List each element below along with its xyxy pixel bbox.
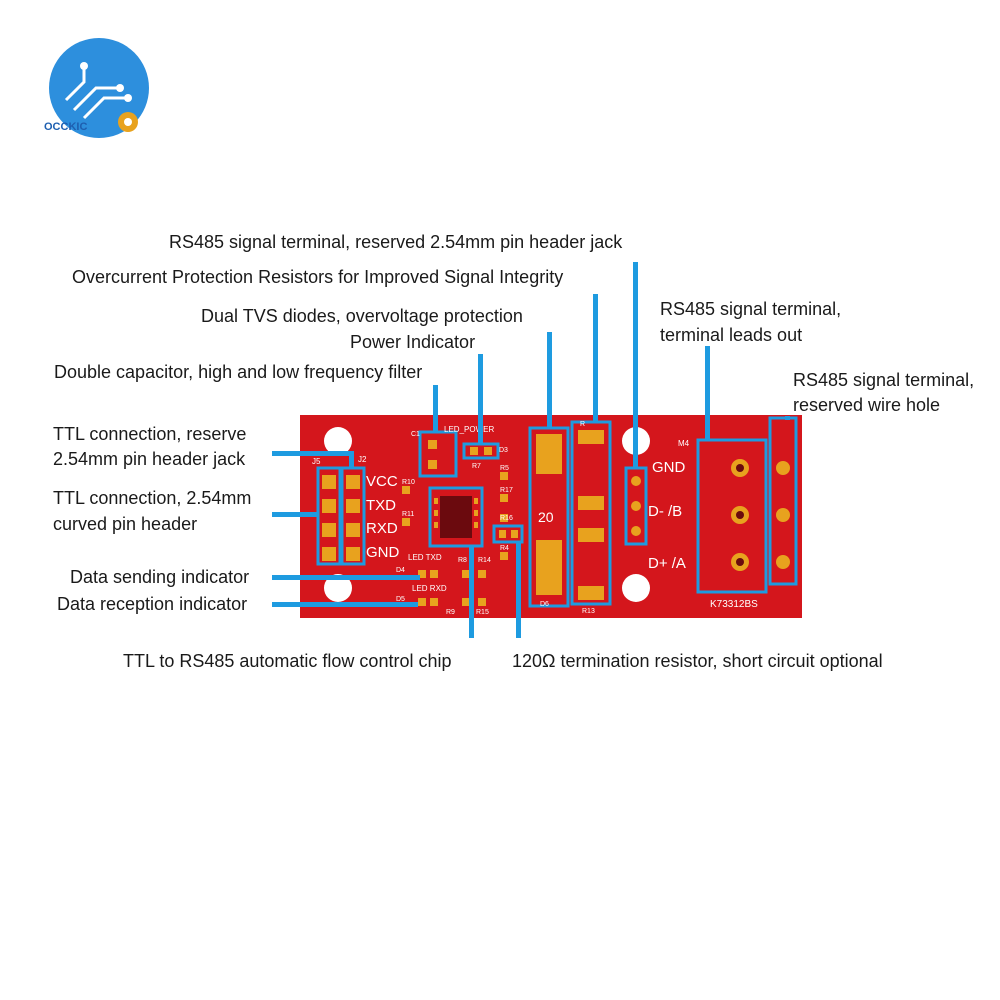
rs485-pin-gnd: GND <box>652 459 686 476</box>
label-rs485-wire-line2: reserved wire hole <box>793 395 941 415</box>
label-rs485-terminal-line2: terminal leads out <box>660 325 803 345</box>
lead-ttl-jack <box>272 451 354 456</box>
label-flow-control-chip: TTL to RS485 automatic flow control chip <box>123 651 452 671</box>
lead-rs485-terminal <box>705 346 710 440</box>
lead-chip <box>469 546 474 638</box>
label-double-capacitor: Double capacitor, high and low frequency… <box>54 362 423 382</box>
label-tvs-diodes: Dual TVS diodes, overvoltage protection <box>201 306 523 326</box>
silk-r5: R5 <box>500 465 509 472</box>
silk-d4: D4 <box>396 567 405 574</box>
ttl-pin-rxd: RXD <box>366 520 398 537</box>
lead-ttl-jack-v <box>349 451 354 468</box>
label-rs485-terminal-line1: RS485 signal terminal, <box>660 299 842 319</box>
wire-hole-outline <box>768 416 798 586</box>
silk-d3: D3 <box>499 447 508 454</box>
silk-r10: R10 <box>402 479 415 486</box>
lead-rs485-wire <box>785 416 790 420</box>
capacitor-outline <box>418 430 458 478</box>
label-overcurrent-resistors: Overcurrent Protection Resistors for Imp… <box>72 267 564 287</box>
silk-r11: R11 <box>402 511 414 518</box>
lead-tvs <box>547 332 552 428</box>
label-data-sending: Data sending indicator <box>70 567 250 587</box>
rs485-pin-b: D- /B <box>648 503 682 520</box>
label-ttl-jack-line1: TTL connection, reserve <box>53 424 247 444</box>
silk-r16: R16 <box>500 515 513 522</box>
silk-j5: J5 <box>312 457 321 466</box>
silk-r7: R7 <box>472 463 481 470</box>
screw-terminal-outline <box>696 438 768 594</box>
rs485-pin-a: D+ /A <box>648 555 686 572</box>
silk-led-power: LED_POWER <box>444 425 494 434</box>
occkic-logo: OCCKIC <box>44 38 154 148</box>
label-power-indicator: Power Indicator <box>350 332 476 352</box>
label-ttl-curved-line2: curved pin header <box>53 514 198 534</box>
silk-d5: D5 <box>396 596 405 603</box>
silk-model: K73312BS <box>710 599 758 610</box>
ic-chip-outline <box>428 486 484 548</box>
ttl-pin-txd: TXD <box>366 497 396 514</box>
silk-r15: R15 <box>476 609 489 616</box>
lead-power <box>478 354 483 444</box>
brand-name: OCCKIC <box>44 121 88 133</box>
silk-r17: R17 <box>500 487 513 494</box>
silk-r14: R14 <box>478 557 491 564</box>
tvs-diodes-outline <box>528 426 570 608</box>
mount-hole <box>622 574 650 602</box>
mount-hole <box>324 574 352 602</box>
lead-rs485-pin-jack <box>633 262 638 468</box>
silk-d6: D6 <box>540 601 549 608</box>
label-rs485-wire-line1: RS485 signal terminal, <box>793 370 975 390</box>
silk-r13: R13 <box>582 608 595 615</box>
silk-led-txd: LED TXD <box>408 553 442 562</box>
mount-hole <box>324 427 352 455</box>
label-ttl-jack-line2: 2.54mm pin header jack <box>53 449 246 469</box>
label-data-reception: Data reception indicator <box>57 594 248 614</box>
j5-outline <box>316 466 342 566</box>
lead-ttl-curved <box>272 512 318 517</box>
silk-c1: C1 <box>411 431 420 438</box>
lead-data-reception <box>272 602 418 607</box>
lead-termination <box>516 542 521 638</box>
lead-capacitor <box>433 385 438 432</box>
label-termination-resistor: 120Ω termination resistor, short circuit… <box>512 651 883 671</box>
power-led-outline <box>462 442 500 460</box>
silk-m4: M4 <box>678 439 690 448</box>
label-ttl-curved-line1: TTL connection, 2.54mm <box>53 488 252 508</box>
silk-r-top: R <box>580 421 585 428</box>
lead-overcurrent <box>593 294 598 422</box>
termination-resistor-outline <box>492 524 524 544</box>
ttl-pin-vcc: VCC <box>366 473 398 490</box>
ttl-pin-gnd: GND <box>366 544 400 561</box>
silk-r4: R4 <box>500 545 509 552</box>
silk-r8: R8 <box>458 557 467 564</box>
j2-outline <box>340 466 366 566</box>
overcurrent-resistors-outline <box>570 420 612 606</box>
lead-data-sending <box>272 575 420 580</box>
silk-led-rxd: LED RXD <box>412 584 447 593</box>
rs485-pin-jack-outline <box>624 466 648 546</box>
label-rs485-pin-jack: RS485 signal terminal, reserved 2.54mm p… <box>169 232 623 252</box>
silk-r9: R9 <box>446 609 455 616</box>
silk-val120: 20 <box>538 509 554 525</box>
silk-j2: J2 <box>358 455 367 464</box>
